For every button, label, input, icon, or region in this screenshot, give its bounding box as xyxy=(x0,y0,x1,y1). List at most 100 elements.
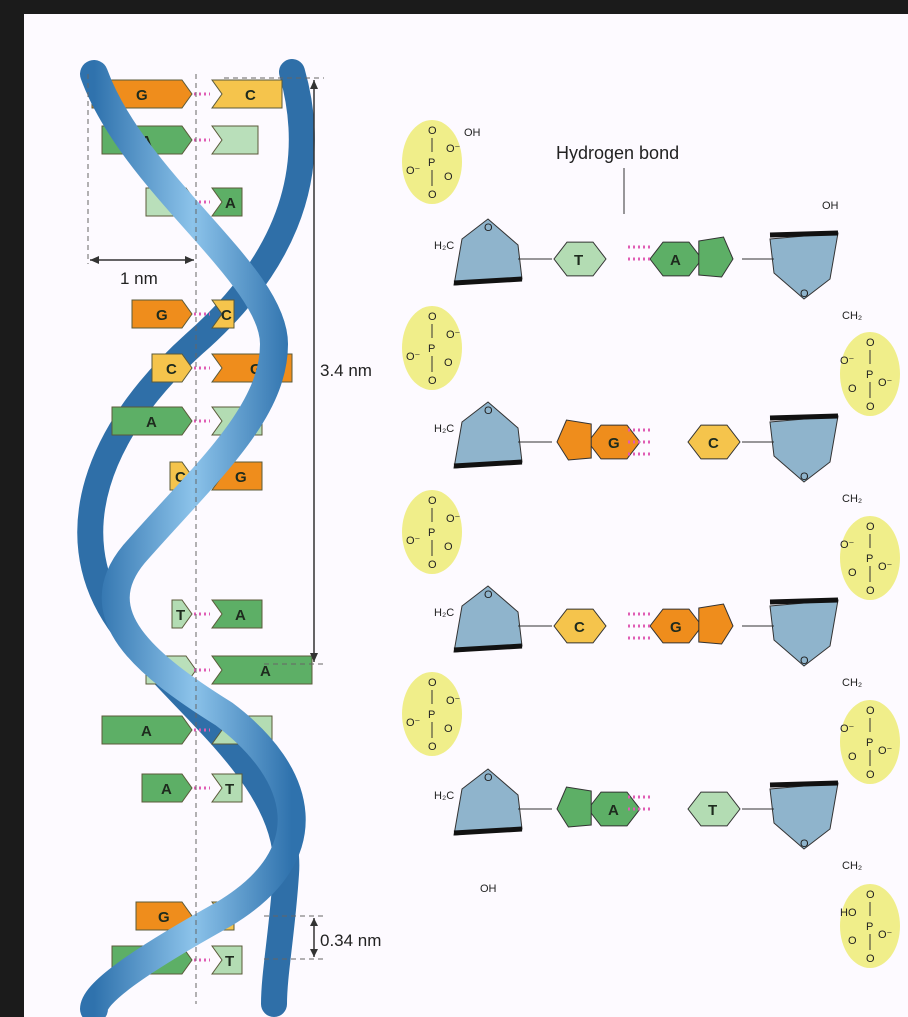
atom-label: O xyxy=(866,585,875,597)
atom-label: O xyxy=(800,471,809,483)
nucleobase-T: T xyxy=(688,792,740,826)
atom-label: O xyxy=(800,288,809,300)
methylene-label: CH₂ xyxy=(842,860,862,872)
sugar-bold-edge xyxy=(770,600,838,602)
atom-label: O xyxy=(484,772,493,784)
atom-label: O⁻ xyxy=(446,695,461,707)
methylene-label: CH₂ xyxy=(842,310,862,322)
atom-label: O xyxy=(428,559,437,571)
width-arrowhead-right xyxy=(185,256,194,264)
atom-label: O xyxy=(428,495,437,507)
phosphorus-atom: P xyxy=(428,157,435,169)
base-letter: T xyxy=(176,607,185,624)
hydrogen-bond-label: Hydrogen bond xyxy=(556,143,679,163)
atom-label: O xyxy=(866,889,875,901)
phosphorus-atom: P xyxy=(428,527,435,539)
width-arrowhead-left xyxy=(90,256,99,264)
nucleobase-A: A xyxy=(557,787,640,827)
atom-label: O⁻ xyxy=(406,165,421,177)
atom-label: O⁻ xyxy=(406,535,421,547)
nucleobase-C: C xyxy=(688,425,740,459)
rise-arrowhead-top xyxy=(310,918,318,926)
base-letter: G xyxy=(670,619,682,636)
atom-label: O xyxy=(866,401,875,413)
phosphorus-atom: P xyxy=(866,553,873,565)
deoxyribose-sugar: O xyxy=(454,402,522,468)
deoxyribose-sugar: O xyxy=(454,586,522,652)
atom-label: O xyxy=(866,337,875,349)
base-letter: T xyxy=(574,252,583,269)
atom-label: O xyxy=(848,751,857,763)
deoxyribose-sugar: O xyxy=(770,416,838,483)
base-pair: TA xyxy=(172,600,262,628)
atom-label: O⁻ xyxy=(878,561,893,573)
base-right xyxy=(212,126,258,154)
methylene-label: H₂C xyxy=(434,790,454,802)
atom-label: O xyxy=(428,375,437,387)
nucleobase-G: G xyxy=(650,604,733,644)
base-letter: A xyxy=(608,802,619,819)
base-letter: C xyxy=(221,307,232,324)
nucleobase-G: G xyxy=(557,420,640,460)
atom-label: O xyxy=(866,705,875,717)
hydroxyl-label: OH xyxy=(480,883,497,895)
deoxyribose-sugar: O xyxy=(454,769,522,835)
atom-label: O xyxy=(800,655,809,667)
hydroxyl-label: OH xyxy=(822,200,839,212)
base-letter: C xyxy=(166,361,177,378)
base-letter: G xyxy=(156,307,168,324)
hydroxyl-label: OH xyxy=(464,127,481,139)
base-letter: A xyxy=(141,723,152,740)
base-letter: C xyxy=(245,87,256,104)
base-ring-fused xyxy=(699,604,733,644)
methylene-label: H₂C xyxy=(434,423,454,435)
base-ring-fused xyxy=(557,420,591,460)
atom-label: O xyxy=(866,769,875,781)
deoxyribose-sugar: O xyxy=(770,233,838,300)
base-ring-fused xyxy=(557,787,591,827)
atom-label: O xyxy=(444,357,453,369)
nucleotide-pair-row: O O T A H₂C CH₂ xyxy=(434,219,862,322)
base-letter: T xyxy=(708,802,717,819)
atom-label: O⁻ xyxy=(446,513,461,525)
base-letter: A xyxy=(260,663,271,680)
atom-label: O xyxy=(428,741,437,753)
sugar-bold-edge xyxy=(770,783,838,785)
atom-label: O⁻ xyxy=(840,723,855,735)
nucleobase-T: T xyxy=(554,242,606,276)
phosphate-group: POOO⁻O⁻O xyxy=(840,332,900,416)
atom-label: O xyxy=(484,405,493,417)
atom-label: O xyxy=(848,567,857,579)
atom-label: O xyxy=(428,125,437,137)
deoxyribose-sugar: O xyxy=(454,219,522,285)
phosphorus-atom: P xyxy=(428,709,435,721)
base-letter: A xyxy=(146,414,157,431)
base-letter: C xyxy=(574,619,585,636)
deoxyribose-sugar: O xyxy=(770,783,838,850)
sugar-bold-edge xyxy=(770,233,838,235)
phosphorus-atom: P xyxy=(866,369,873,381)
nucleobase-A: A xyxy=(650,237,733,277)
atom-label: O⁻ xyxy=(406,717,421,729)
pitch-label: 3.4 nm xyxy=(320,361,372,380)
base-letter: A xyxy=(235,607,246,624)
atom-label: O xyxy=(428,677,437,689)
dna-structure-diagram: GCAAGCCGATCGTAAATATGCAT 1 nm 3.4 nm 0.34… xyxy=(24,14,908,1017)
methylene-label: H₂C xyxy=(434,240,454,252)
atom-label: O xyxy=(444,171,453,183)
backbone-strand-front xyxy=(94,74,292,1009)
base-letter: A xyxy=(225,195,236,212)
atom-label: O xyxy=(428,311,437,323)
atom-label: O⁻ xyxy=(840,539,855,551)
base-letter: G xyxy=(235,469,247,486)
base-letter: G xyxy=(608,435,620,452)
